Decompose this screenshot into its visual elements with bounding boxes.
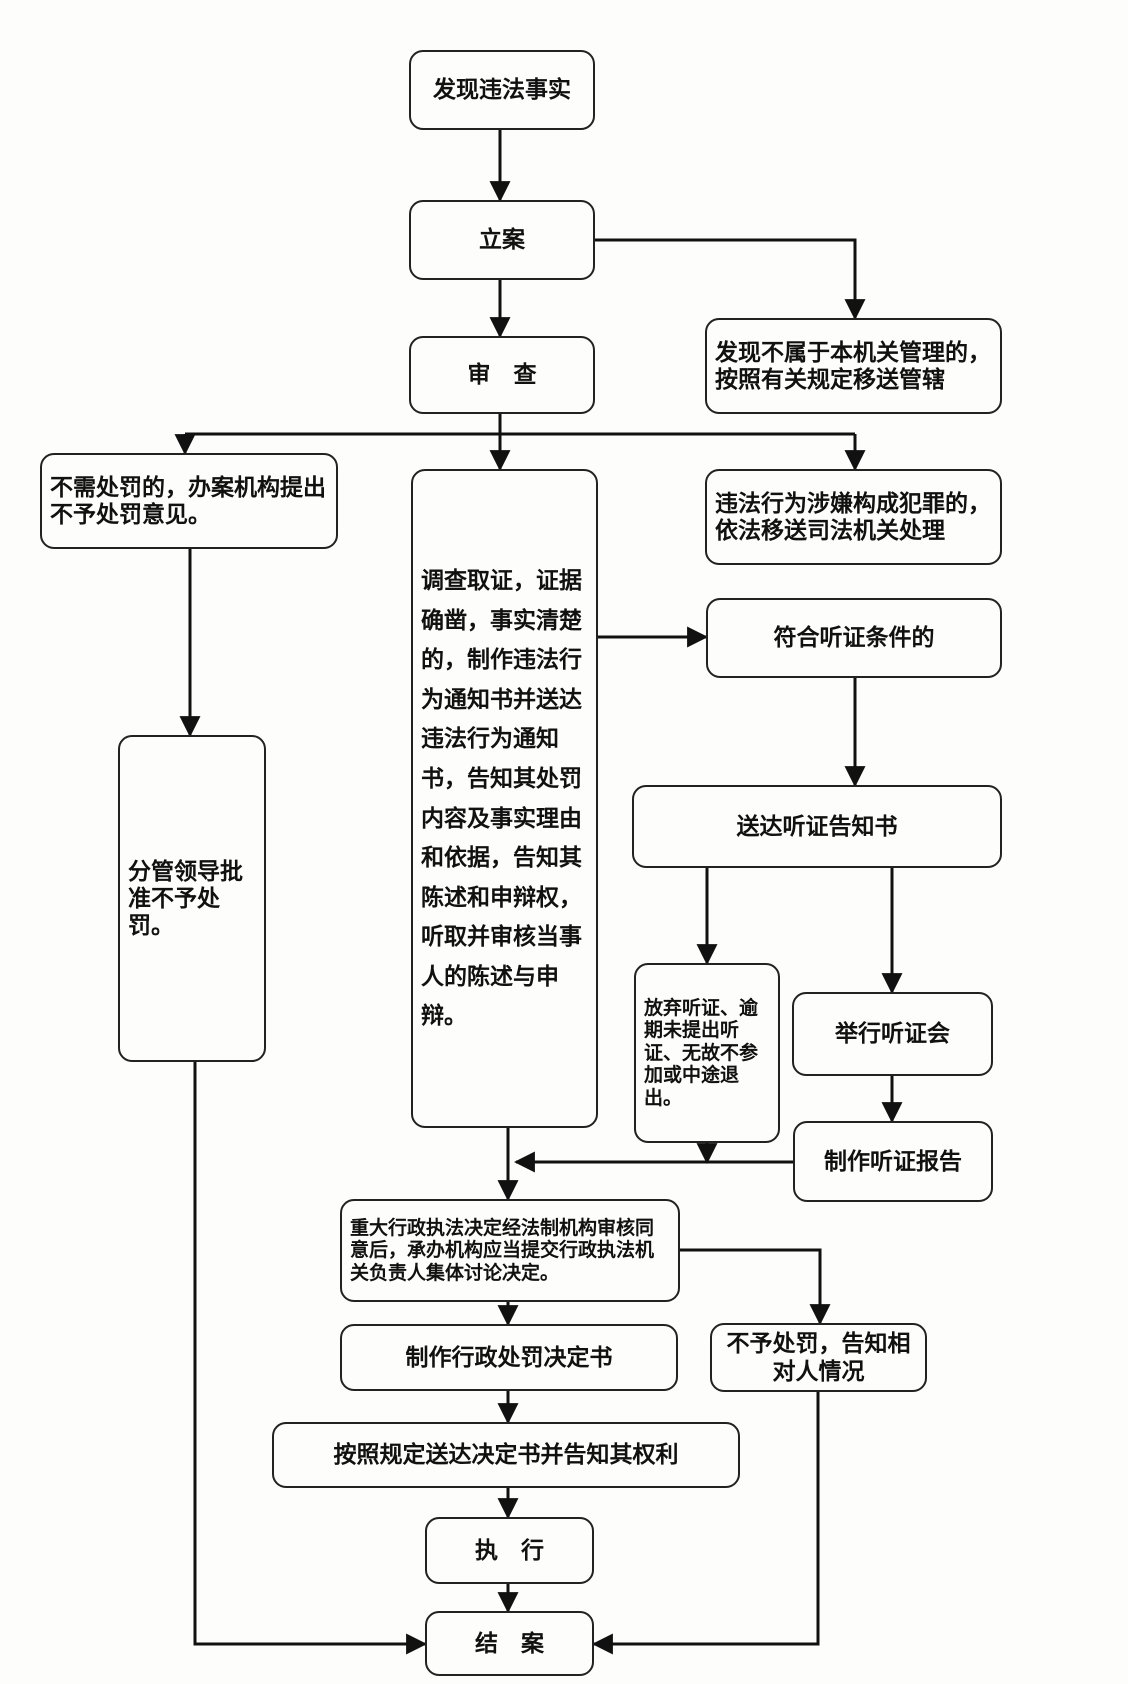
- node-execute: 执 行: [425, 1517, 594, 1584]
- node-investigate: 调查取证，证据确凿，事实清楚的，制作违法行为通知书并送达违法行为通知书，告知其处…: [411, 469, 598, 1128]
- node-close-case: 结 案: [425, 1611, 594, 1676]
- node-criminal-transfer: 违法行为涉嫌构成犯罪的，依法移送司法机关处理: [705, 469, 1002, 565]
- node-discover: 发现违法事实: [409, 50, 595, 130]
- node-waive-hearing: 放弃听证、逾期未提出听证、无故不参加或中途退出。: [634, 963, 780, 1143]
- node-leader-approve: 分管领导批准不予处罚。: [118, 735, 266, 1062]
- node-collective-decision: 重大行政执法决定经法制机构审核同意后，承办机构应当提交行政执法机关负责人集体讨论…: [340, 1199, 680, 1302]
- arrow-leader-to-close: [193, 1062, 428, 1655]
- arrow-decision-to-no-penalty: [680, 1248, 831, 1326]
- node-deliver-decision: 按照规定送达决定书并告知其权利: [272, 1422, 740, 1488]
- node-penalty-decision: 制作行政处罚决定书: [340, 1324, 678, 1391]
- node-no-penalty-notify: 不予处罚，告知相对人情况: [710, 1323, 927, 1392]
- node-hearing-notice: 送达听证告知书: [632, 785, 1002, 868]
- node-no-penalty-needed: 不需处罚的，办案机构提出不予处罚意见。: [40, 453, 338, 549]
- node-hearing-condition: 符合听证条件的: [706, 598, 1002, 678]
- arrow-file-to-transfer: [595, 238, 866, 321]
- node-hold-hearing: 举行听证会: [792, 992, 993, 1076]
- node-hearing-report: 制作听证报告: [793, 1121, 993, 1202]
- node-transfer-jurisdiction: 发现不属于本机关管理的，按照有关规定移送管辖: [705, 318, 1002, 414]
- node-review: 审 查: [409, 336, 595, 414]
- arrow-nopenalty-to-close: [591, 1392, 820, 1655]
- node-file-case: 立案: [409, 200, 595, 280]
